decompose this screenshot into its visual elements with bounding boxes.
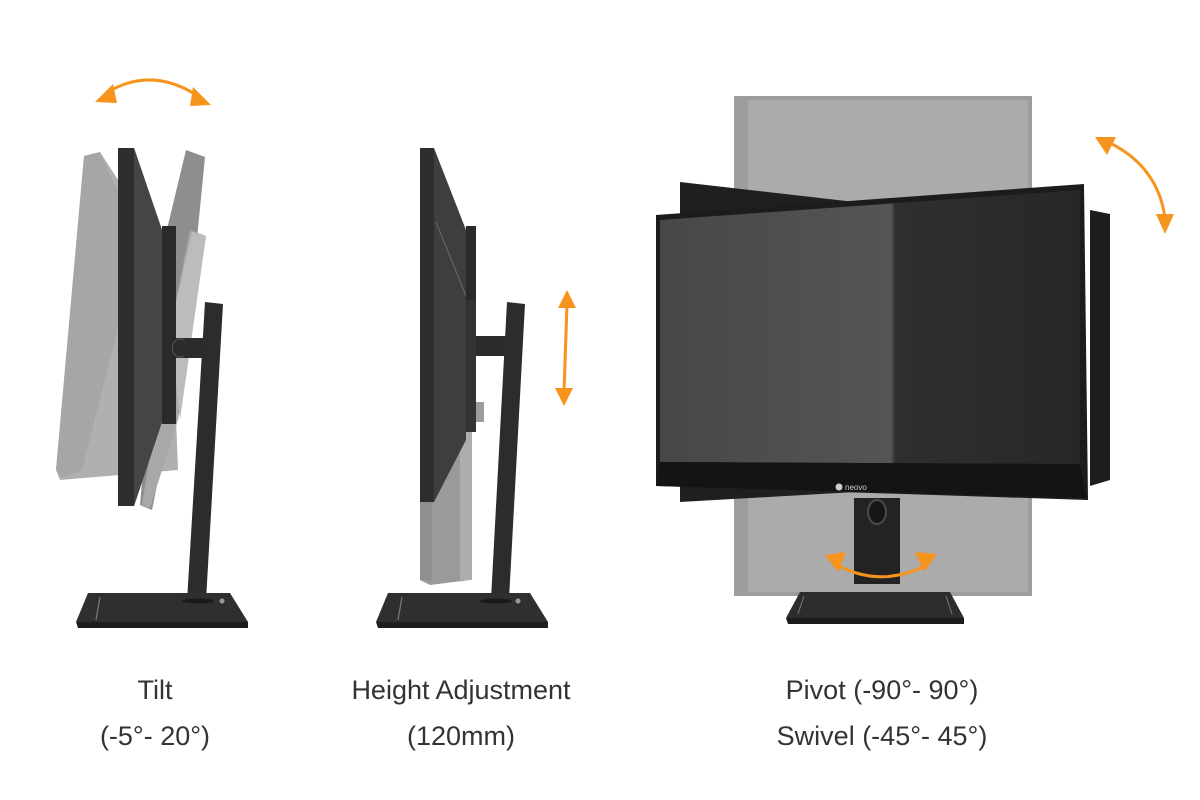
tilt-panel: Tilt (-5°- 20°) bbox=[0, 0, 320, 800]
height-monitor-side bbox=[420, 148, 508, 502]
height-stand bbox=[376, 302, 548, 628]
height-panel: Height Adjustment (120mm) bbox=[320, 0, 620, 800]
swivel-title: Swivel (-45°- 45°) bbox=[776, 721, 988, 751]
pivot-arrow-icon bbox=[1095, 137, 1174, 234]
height-illustration bbox=[376, 148, 576, 628]
brand-logo: neovo bbox=[845, 483, 867, 492]
tilt-monitor-side bbox=[118, 148, 206, 506]
height-title: Height Adjustment bbox=[351, 675, 571, 705]
main-monitor-front: neovo bbox=[656, 184, 1088, 500]
swivel-arrow-icon bbox=[825, 552, 937, 579]
tilt-arrow-icon bbox=[95, 78, 211, 106]
pivot-swivel-panel: neovo Pivot (-90°- 90°) Swivel (-45°- 45… bbox=[620, 0, 1200, 800]
tilt-range: (-5°- 20°) bbox=[99, 721, 211, 751]
pivot-swivel-caption: Pivot (-90°- 90°) Swivel (-45°- 45°) bbox=[742, 667, 1022, 759]
tilt-title: Tilt bbox=[137, 675, 173, 705]
tilt-illustration bbox=[56, 78, 248, 628]
height-range: (120mm) bbox=[406, 721, 515, 751]
pivot-title: Pivot (-90°- 90°) bbox=[785, 675, 979, 705]
height-arrow-icon bbox=[555, 290, 576, 406]
pivot-stand bbox=[786, 498, 964, 624]
tilt-caption: Tilt (-5°- 20°) bbox=[55, 667, 255, 759]
pivot-swivel-illustration: neovo bbox=[656, 96, 1174, 624]
tilt-stand bbox=[76, 302, 248, 628]
height-caption: Height Adjustment (120mm) bbox=[320, 667, 602, 759]
